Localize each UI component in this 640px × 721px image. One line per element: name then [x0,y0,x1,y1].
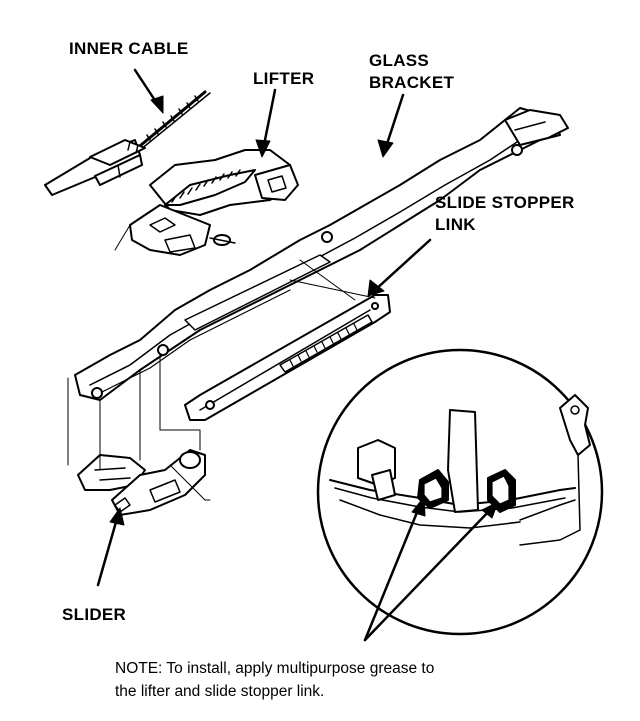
leader-arrows [96,68,499,642]
slide-stopper-link [184,294,391,421]
label-slider: SLIDER [62,605,127,624]
note-line1: NOTE: To install, apply multipurpose gre… [115,660,435,677]
label-inner-cable: INNER CABLE [69,39,189,58]
label-slide-stopper-line2: LINK [435,215,476,234]
note-line2: the lifter and slide stopper link. [115,683,325,700]
assembly-lines [67,224,376,501]
lifter [129,149,299,256]
label-slide-stopper-line1: SLIDE STOPPER [435,193,575,212]
label-glass-bracket-line1: GLASS [369,51,430,70]
label-lifter: LIFTER [253,69,315,88]
detail-view [316,348,604,636]
inner-cable [44,90,211,196]
slider [77,449,206,516]
glass-bracket [74,107,569,401]
label-glass-bracket-line2: BRACKET [369,73,455,92]
